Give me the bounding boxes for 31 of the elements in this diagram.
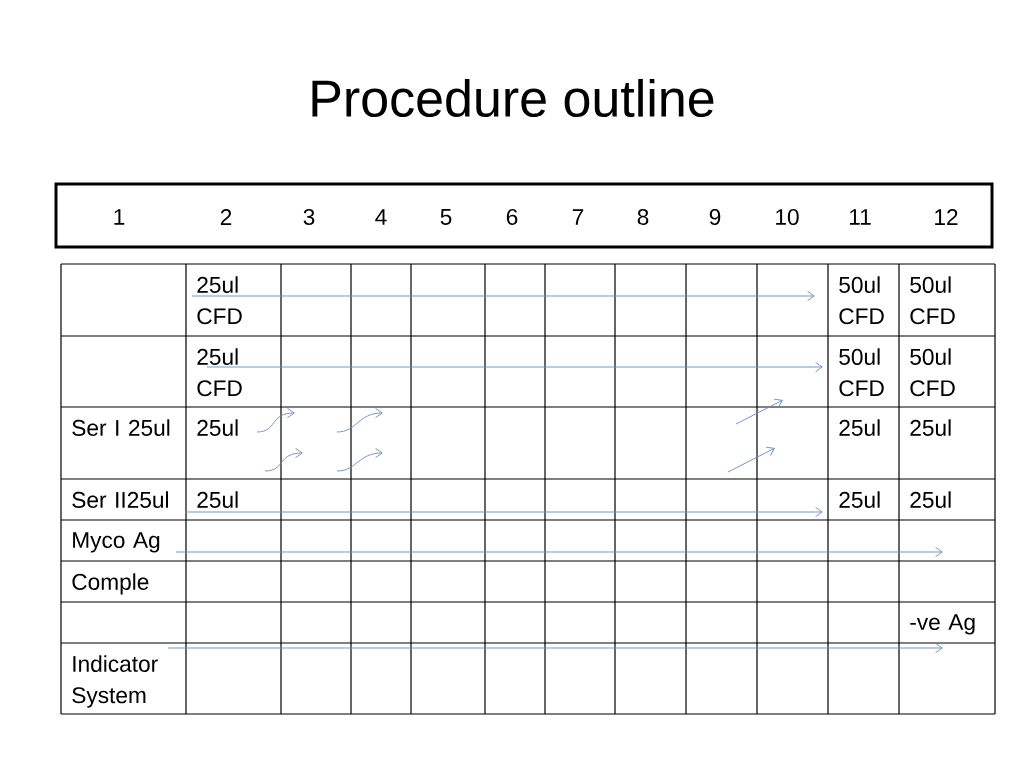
column-number: 1: [114, 209, 125, 225]
cell-text: 25ul: [910, 491, 951, 508]
column-number: 8: [637, 209, 649, 226]
column-number: 5: [440, 209, 452, 225]
column-number: 12: [935, 209, 958, 225]
cell-text: 25ul: [197, 419, 238, 436]
cell-text: 50ul CFD: [839, 276, 884, 325]
title: Procedure outline: [312, 78, 714, 118]
cell-text: Ser I 25ul: [72, 419, 170, 436]
column-number: 10: [776, 209, 799, 226]
cell-text: 25ul: [197, 491, 238, 508]
cell-text: Ser II25ul: [72, 491, 168, 508]
column-number: 7: [572, 209, 584, 225]
cell-text: -ve Ag: [910, 614, 975, 635]
column-number: 11: [850, 209, 871, 225]
column-number: 3: [303, 209, 315, 226]
column-number: 2: [220, 209, 232, 225]
cell-text: Indicator System: [72, 655, 158, 708]
cell-text: 25ul CFD: [197, 348, 242, 397]
cell-text: Myco Ag: [73, 532, 160, 553]
column-number: 6: [506, 209, 518, 226]
column-number: 9: [709, 209, 721, 226]
cell-text: Comple: [72, 573, 149, 595]
cell-text: 25ul: [839, 419, 880, 436]
cell-text: 50ul CFD: [910, 276, 955, 325]
cell-text: 50ul CFD: [910, 348, 955, 397]
cell-text: 25ul: [839, 491, 880, 508]
cell-text: 25ul: [910, 419, 951, 436]
cell-text: 25ul CFD: [197, 276, 242, 325]
column-number: 4: [375, 209, 387, 225]
cell-text: 50ul CFD: [839, 348, 884, 397]
